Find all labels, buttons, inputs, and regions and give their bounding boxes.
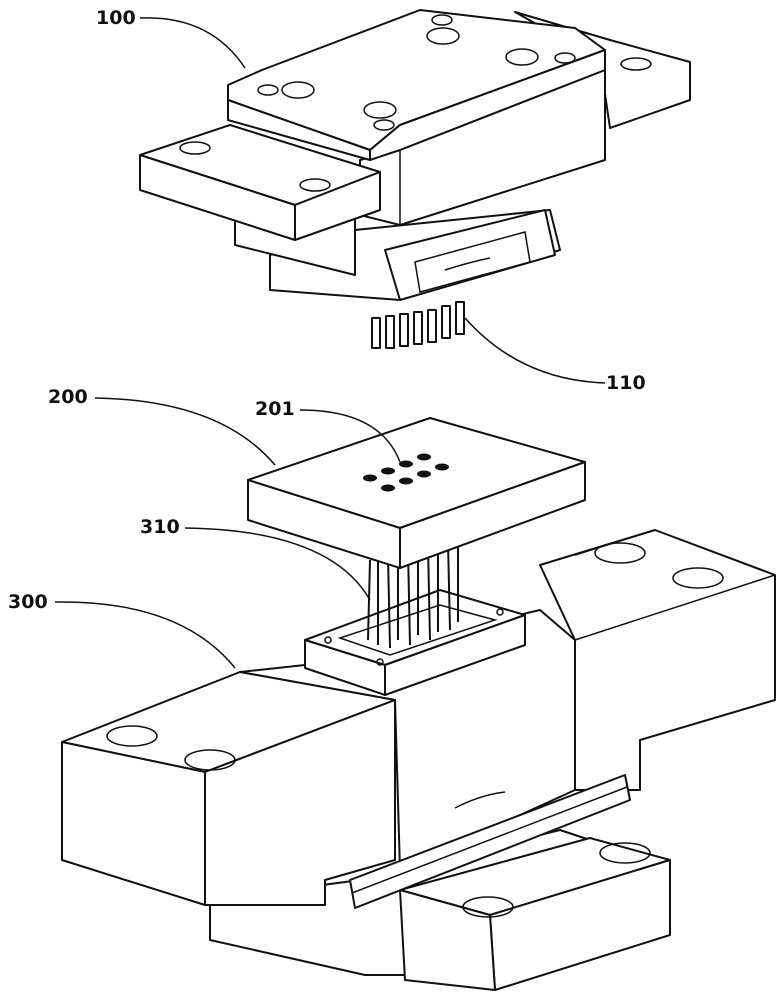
window-mark [444, 257, 491, 271]
window [414, 231, 531, 293]
label-310: 310 [140, 516, 180, 538]
left-block-side [204, 699, 396, 906]
socket-opening [337, 604, 498, 656]
hole-icon [599, 842, 651, 864]
pin-array-110 [371, 301, 465, 349]
top-plate-side [369, 49, 606, 161]
middle-plate [247, 417, 586, 569]
leader-lines [54, 17, 606, 669]
label-100: 100 [96, 7, 136, 29]
probe-pin-array-310 [367, 540, 459, 649]
hole-icon [431, 14, 453, 26]
edge [574, 574, 776, 641]
upper-assembly [139, 9, 691, 349]
screw-icon [462, 896, 514, 918]
hole-icon [554, 52, 576, 64]
label-200: 200 [48, 386, 88, 408]
screw-icon [376, 658, 384, 666]
edge [351, 786, 628, 894]
label-300: 300 [8, 591, 48, 613]
hole-icon [426, 27, 460, 45]
flange-hole-icon [179, 141, 211, 155]
base-assembly [61, 529, 776, 991]
hole-icon [594, 542, 646, 564]
hole-icon [257, 84, 279, 96]
hole-icon [363, 101, 397, 119]
hole-icon [672, 567, 724, 589]
left-flange-side [294, 171, 381, 241]
plate-holes-201 [363, 453, 449, 492]
socket-side [384, 614, 526, 696]
label-201: 201 [255, 398, 295, 420]
rail [349, 774, 631, 909]
mark [454, 791, 506, 809]
screw-icon [324, 636, 332, 644]
hole-icon [505, 48, 539, 66]
hole-icon [281, 81, 315, 99]
hole-icon [106, 725, 158, 747]
flange-hole-icon [620, 57, 652, 71]
label-110: 110 [606, 372, 646, 394]
hole-icon [373, 119, 395, 131]
plate-side [399, 461, 586, 569]
flange-hole-icon [299, 178, 331, 192]
screw-icon [496, 608, 504, 616]
hole-icon [184, 749, 236, 771]
window-frame [384, 209, 556, 301]
